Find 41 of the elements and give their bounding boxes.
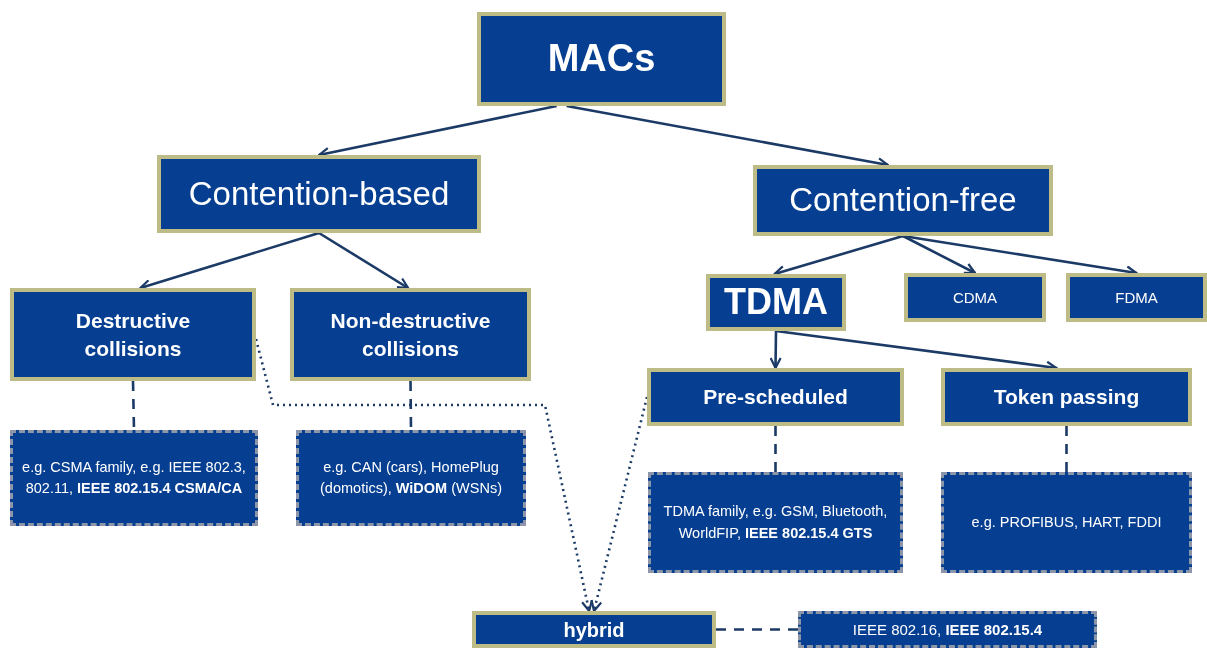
arrow <box>318 231 410 290</box>
category-label: FDMA <box>1115 287 1158 308</box>
category-box <box>157 155 481 233</box>
category-box <box>706 274 846 331</box>
example-text: e.g. PROFIBUS, HART, FDDI <box>971 513 1162 532</box>
example-text: e.g. CSMA family, e.g. IEEE 802.3, 802.11, IEEE 802.15.4 CSMA/CA <box>21 458 247 498</box>
example-box <box>648 472 903 573</box>
category-box <box>290 288 531 381</box>
arrow <box>769 331 782 370</box>
example-text: TDMA family, e.g. GSM, Bluetooth, WorldFIP, IEEE 802.15.4 GTS <box>662 502 889 543</box>
category-label: CDMA <box>952 287 998 308</box>
category-box <box>477 12 726 106</box>
category-label: Contention-free <box>789 180 1017 221</box>
category-label: hybrid <box>563 617 625 643</box>
dashed-connector <box>774 426 777 472</box>
category-box <box>1066 273 1207 322</box>
example-box <box>296 430 526 526</box>
arrow <box>139 231 320 291</box>
category-label: Non-destructive collisions <box>329 308 492 362</box>
example-box <box>941 472 1192 573</box>
category-box <box>472 611 716 648</box>
dashed-connector <box>409 381 413 430</box>
category-label: Contention-based <box>188 173 450 214</box>
category-box <box>753 165 1053 236</box>
category-box <box>10 288 256 381</box>
category-label: TDMA <box>724 280 828 325</box>
category-box <box>941 368 1192 426</box>
category-label: MACs <box>547 36 656 82</box>
dashed-connector <box>590 396 649 613</box>
example-text: e.g. CAN (cars), HomePlug (domotics), WiDOM (WSNs) <box>319 458 503 498</box>
category-box <box>904 273 1046 322</box>
arrow <box>902 234 977 275</box>
dashed-connector <box>716 628 798 631</box>
category-label: Destructive collisions <box>74 308 192 362</box>
dashed-connector <box>1065 426 1068 472</box>
example-text: IEEE 802.16, IEEE 802.15.4 <box>852 619 1043 640</box>
example-box <box>10 430 258 526</box>
category-box <box>647 368 904 426</box>
example-box <box>798 611 1097 648</box>
category-label: Token passing <box>993 384 1140 411</box>
category-label: Pre-scheduled <box>703 384 848 411</box>
